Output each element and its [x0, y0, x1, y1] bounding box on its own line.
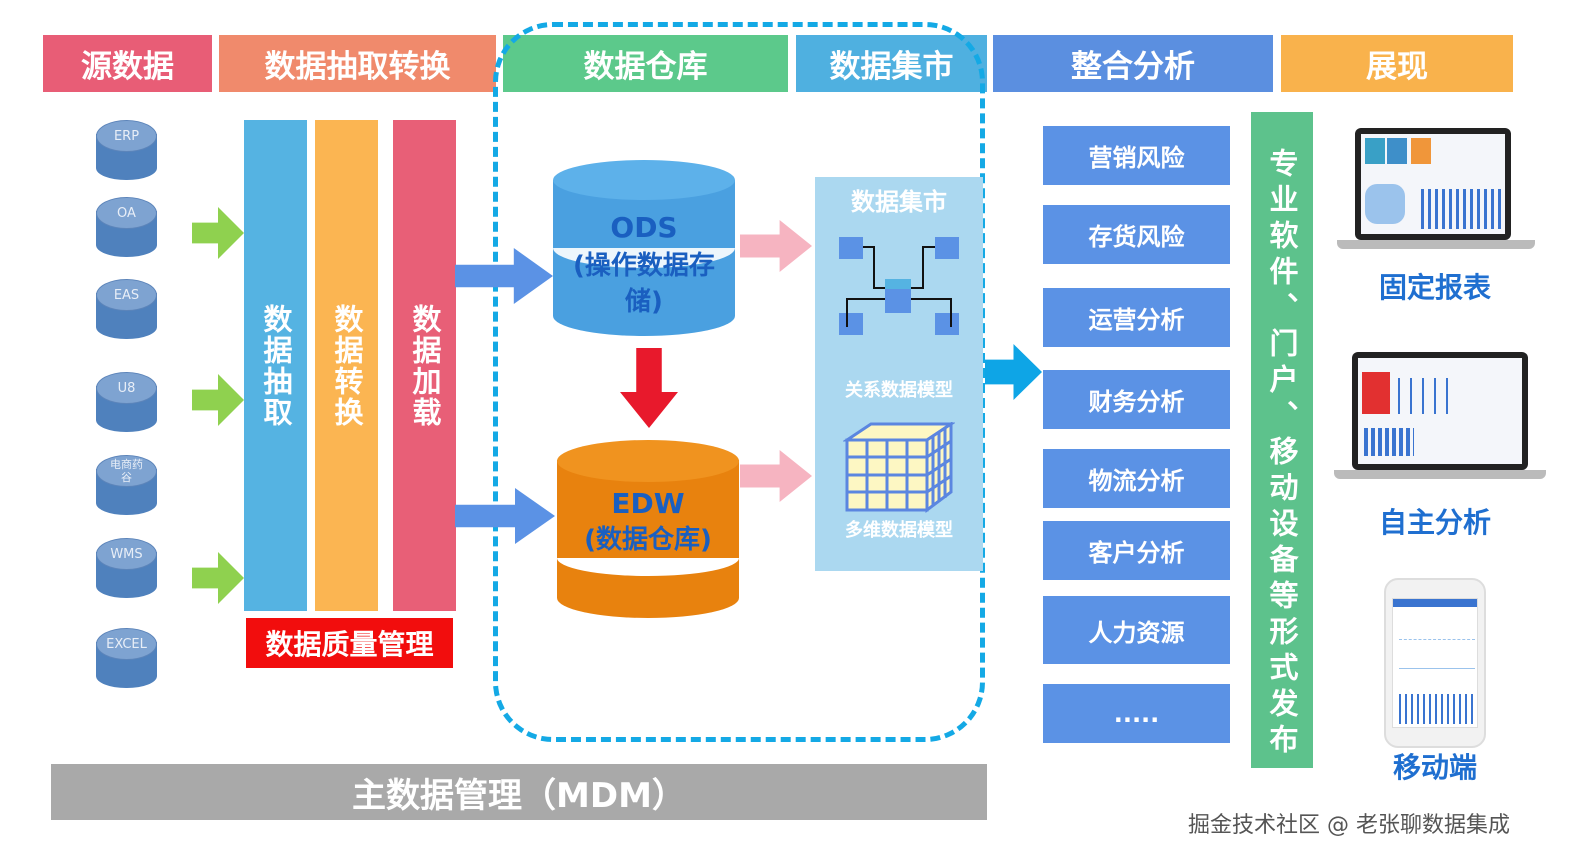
edw-subtitle: (数据仓库): [584, 525, 712, 555]
extract-bar: 数据抽取: [244, 120, 307, 611]
self-service-analysis-laptop-image: [1352, 352, 1528, 470]
publish-label: 专业软件、门户、移动设备等形式发布: [1265, 148, 1299, 760]
arrow-right-icon: [192, 552, 244, 604]
self-service-analysis-label: 自主分析: [1378, 506, 1491, 539]
laptop-base: [1337, 240, 1535, 249]
database-icon: EAS: [96, 279, 157, 343]
source-label: EAS: [96, 279, 157, 311]
analysis-item: 运营分析: [1043, 288, 1230, 347]
ods-cylinder: ODS (操作数据存储): [553, 160, 735, 336]
database-icon: OA: [96, 197, 157, 261]
source-label: 电商药谷: [96, 455, 157, 487]
extract-label: 数据抽取: [259, 303, 293, 428]
mobile-label: 移动端: [1392, 751, 1477, 784]
source-label: ERP: [96, 120, 157, 152]
database-icon: U8: [96, 372, 157, 436]
multidimensional-model-label: 多维数据模型: [845, 520, 953, 541]
multidimensional-cube-icon: [843, 422, 955, 513]
load-label: 数据加载: [408, 303, 442, 428]
ods-subtitle: (操作数据存储): [573, 251, 715, 317]
laptop-base: [1334, 470, 1546, 479]
header-source-data: 源数据: [43, 35, 212, 92]
relational-model-label: 关系数据模型: [845, 380, 953, 401]
fixed-report-label: 固定报表: [1378, 271, 1491, 304]
transform-bar: 数据转换: [315, 120, 378, 611]
ods-title: ODS: [610, 211, 678, 244]
arrow-right-icon: [985, 344, 1042, 400]
edw-cylinder: EDW (数据仓库): [557, 440, 739, 618]
header-etl: 数据抽取转换: [219, 35, 496, 92]
analysis-item: .....: [1043, 684, 1230, 743]
analysis-item: 财务分析: [1043, 370, 1230, 429]
analysis-item: 营销风险: [1043, 126, 1230, 185]
data-mart-panel: 数据集市 关系数据模型 多维数据模型: [815, 177, 983, 571]
analysis-item: 人力资源: [1043, 596, 1230, 664]
arrow-right-icon: [192, 374, 244, 426]
publish-bar: 专业软件、门户、移动设备等形式发布: [1251, 112, 1313, 768]
data-quality-box: 数据质量管理: [246, 618, 453, 668]
data-mart-title: 数据集市: [851, 188, 947, 216]
edw-title: EDW: [611, 487, 685, 520]
analysis-item: 存货风险: [1043, 205, 1230, 264]
analysis-item: 客户分析: [1043, 521, 1230, 580]
source-label: OA: [96, 197, 157, 229]
database-icon: WMS: [96, 538, 157, 602]
mobile-phone-image: [1384, 578, 1486, 748]
database-icon: ERP: [96, 120, 157, 184]
watermark: 掘金技术社区 @ 老张聊数据集成: [1188, 813, 1510, 838]
analysis-item: 物流分析: [1043, 449, 1230, 508]
transform-label: 数据转换: [330, 303, 364, 428]
load-bar: 数据加载: [393, 120, 456, 611]
database-icon: EXCEL: [96, 628, 157, 692]
database-icon: 电商药谷: [96, 455, 157, 519]
source-label: WMS: [96, 538, 157, 570]
mdm-bar: 主数据管理（MDM）: [51, 764, 987, 820]
arrow-right-icon: [192, 207, 244, 259]
header-presentation: 展现: [1281, 35, 1513, 92]
source-label: U8: [96, 372, 157, 404]
source-label: EXCEL: [96, 628, 157, 660]
header-analysis: 整合分析: [993, 35, 1273, 92]
relational-model-icon: [839, 237, 959, 335]
fixed-report-laptop-image: [1355, 128, 1511, 240]
